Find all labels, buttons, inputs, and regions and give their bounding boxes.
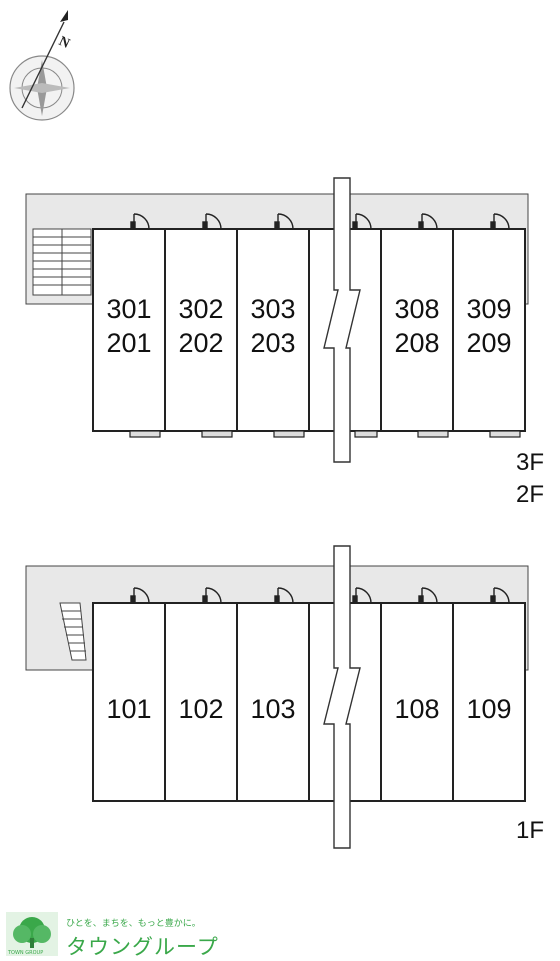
town-group-logo-icon xyxy=(6,912,58,956)
compass-icon: N xyxy=(9,10,75,121)
unit-303: 303 xyxy=(250,294,295,324)
upper-balconies xyxy=(129,430,521,438)
unit-201: 201 xyxy=(106,328,151,358)
unit-209: 209 xyxy=(466,328,511,358)
unit-101: 101 xyxy=(106,694,151,724)
unit-308: 308 xyxy=(394,294,439,324)
unit-108: 108 xyxy=(394,694,439,724)
lower-doors xyxy=(130,587,510,604)
unit-302: 302 xyxy=(178,294,223,324)
floor-label-3f: 3F xyxy=(516,449,544,476)
upper-stairs xyxy=(32,228,92,296)
unit-208: 208 xyxy=(394,328,439,358)
unit-309: 309 xyxy=(466,294,511,324)
unit-203: 203 xyxy=(250,328,295,358)
floor-label-2f: 2F xyxy=(516,481,544,508)
lower-building: 101 102 103 108 109 1F xyxy=(25,545,544,849)
upper-building: 301 201 302 202 303 203 308 208 309 209 … xyxy=(25,177,544,508)
floor-label-1f: 1F xyxy=(516,817,544,844)
upper-break-marker xyxy=(323,177,361,463)
lower-units xyxy=(92,602,526,802)
upper-doors xyxy=(130,213,510,230)
lower-stairs xyxy=(59,602,87,661)
unit-103: 103 xyxy=(250,694,295,724)
north-label: N xyxy=(56,34,72,52)
logo-tagline: ひとを、まちを、もっと豊かに。 xyxy=(66,919,201,929)
lower-break-marker xyxy=(323,545,361,849)
lower-unit-labels: 101 102 103 108 109 xyxy=(106,694,511,724)
upper-units xyxy=(92,228,526,432)
logo-name: タウングループ xyxy=(66,935,219,959)
logo-mark-text: TOWN GROUP xyxy=(8,950,44,956)
unit-301: 301 xyxy=(106,294,151,324)
unit-102: 102 xyxy=(178,694,223,724)
unit-109: 109 xyxy=(466,694,511,724)
unit-202: 202 xyxy=(178,328,223,358)
upper-unit-labels: 301 201 302 202 303 203 308 208 309 209 xyxy=(106,294,511,358)
